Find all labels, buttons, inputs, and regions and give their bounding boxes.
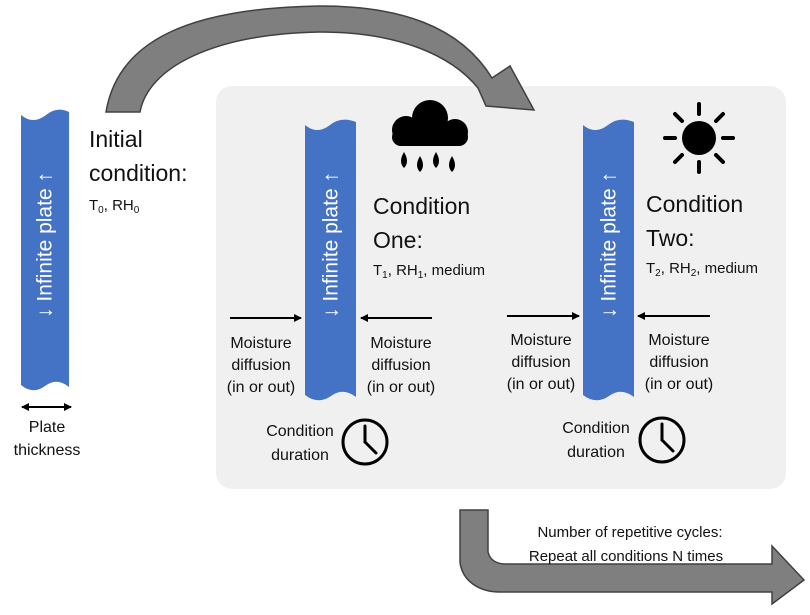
condition-one-title-line2: One: (373, 227, 423, 253)
plate-thickness-label-line2: thickness (14, 442, 81, 459)
duration-label-one-line1: Condition (266, 423, 334, 440)
condition-one-params: T1, RH1, medium (373, 262, 485, 281)
diffusion-label-two-right-line2: diffusion (649, 354, 708, 371)
rain-cloud-icon (392, 100, 468, 172)
diffusion-label-one-left-line2: diffusion (231, 357, 290, 374)
diffusion-label-one-right-line1: Moisture (370, 335, 431, 352)
clock-icon (341, 418, 389, 466)
cycles-label-line2: Repeat all conditions N times (529, 548, 723, 565)
diffusion-label-one-right-line3: (in or out) (367, 379, 435, 396)
duration-label-one-line2: duration (271, 447, 329, 464)
condition-one-title-line1: Condition (373, 193, 470, 219)
initial-plate-label: ↓ Infinite plate ↑ (34, 172, 57, 318)
initial-condition-title-line1: Initial (89, 126, 143, 152)
diffusion-label-two-left-line3: (in or out) (507, 376, 575, 393)
condition-two-title-line1: Condition (646, 191, 743, 217)
diffusion-label-one-right-line2: diffusion (371, 357, 430, 374)
plate-thickness-label-line1: Plate (29, 419, 66, 436)
transition-arrow (105, 5, 536, 113)
repeat-cycles-arrow (459, 509, 806, 606)
diffusion-label-one-left-line3: (in or out) (227, 379, 295, 396)
clock-icon (638, 416, 686, 464)
diffusion-label-two-left-line1: Moisture (510, 332, 571, 349)
duration-label-two-line2: duration (567, 444, 625, 461)
condition-two-plate (583, 119, 634, 401)
condition-two-plate-label: ↓ Infinite plate ↑ (598, 172, 621, 318)
duration-label-two-line1: Condition (562, 420, 630, 437)
initial-plate (21, 109, 69, 391)
condition-one-plate-label: ↓ Infinite plate ↑ (320, 172, 343, 318)
conditions-panel (216, 86, 786, 489)
diffusion-label-two-right-line1: Moisture (648, 332, 709, 349)
initial-condition-title-line2: condition: (89, 160, 187, 186)
diffusion-label-two-right-line3: (in or out) (645, 376, 713, 393)
diffusion-label-one-left-line1: Moisture (230, 335, 291, 352)
condition-two-title-line2: Two: (646, 225, 695, 251)
condition-two-params: T2, RH2, medium (646, 260, 758, 279)
diffusion-label-two-left-line2: diffusion (511, 354, 570, 371)
cycles-label-line1: Number of repetitive cycles: (537, 524, 722, 541)
sun-icon (663, 102, 735, 174)
initial-condition-params: T0, RH0 (89, 197, 140, 216)
condition-one-plate (305, 119, 356, 401)
